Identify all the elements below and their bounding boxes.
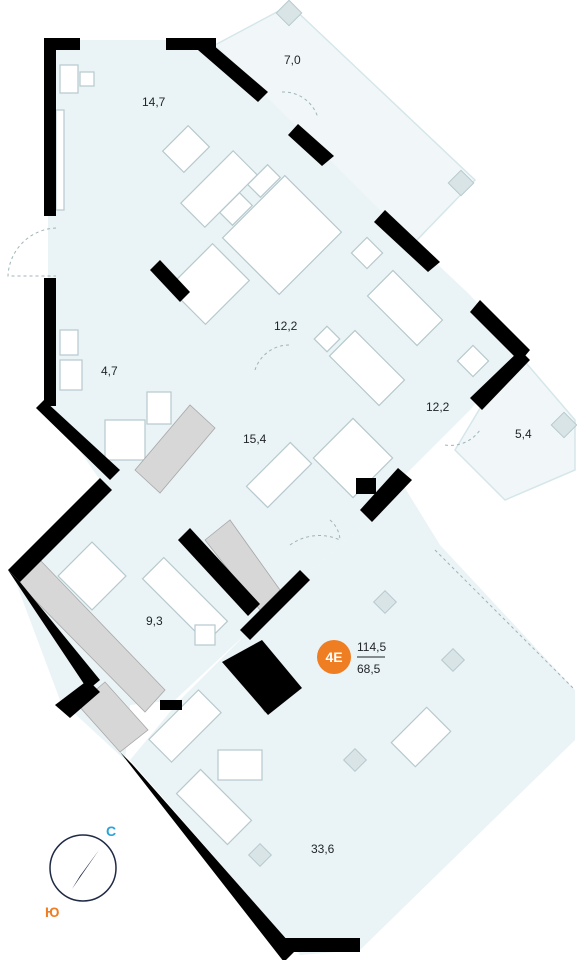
balcony-right-floor <box>454 348 576 501</box>
wall-kitchen-1 <box>8 478 112 582</box>
wall-diag-top <box>198 38 268 102</box>
wall-living-inner <box>240 570 310 640</box>
shaft-bath <box>134 404 216 494</box>
desk-12-2a <box>350 236 384 270</box>
unit-type-badge <box>317 640 351 674</box>
rug-14-7 <box>161 124 211 174</box>
room-labels: 14,7 7,0 12,2 12,2 4,7 15,4 5,4 9,3 33,6 <box>101 53 532 856</box>
living-room-floor <box>130 480 575 955</box>
living-glazing <box>434 549 576 691</box>
tv-unit-living <box>217 749 263 781</box>
door-terrace <box>281 91 319 119</box>
wall-right-2 <box>470 350 530 410</box>
door-living <box>289 535 341 546</box>
desk-12-2b <box>456 344 490 378</box>
compass-ring <box>49 834 117 902</box>
wall-kitchen-2 <box>8 570 100 690</box>
door-hall <box>329 519 341 541</box>
wall-bed3-top <box>374 210 440 272</box>
bed-12-2b-1 <box>366 269 444 347</box>
post-2 <box>447 169 475 197</box>
room-area-living-room: 33,6 <box>311 842 335 856</box>
wall-hall-1 <box>360 468 412 522</box>
wall-hall-3 <box>178 528 260 616</box>
compass: С Ю <box>45 823 117 920</box>
interior-floor <box>15 40 520 760</box>
room-area-bedroom-1: 14,7 <box>142 95 166 109</box>
desk-14-7 <box>59 64 79 94</box>
cabinet-bath <box>59 329 79 356</box>
pillow-12-2a-1 <box>218 191 254 227</box>
room-area-terrace-top: 7,0 <box>284 53 301 67</box>
furniture <box>55 64 490 846</box>
unit-badge: 4E 114,5 68,5 <box>317 640 386 676</box>
room-area-kitchen: 9,3 <box>146 614 163 628</box>
unit-type-label: 4E <box>325 649 342 665</box>
wall-living-left <box>120 752 296 960</box>
doors <box>7 91 481 546</box>
wardrobe-14-7 <box>55 109 65 211</box>
table-kitchen <box>57 541 127 611</box>
bed-12-2b-2 <box>328 329 406 407</box>
post-7 <box>247 842 273 868</box>
living-area: 68,5 <box>357 662 381 676</box>
sofa-living-1 <box>148 689 222 763</box>
walls <box>8 38 530 960</box>
shower-bath <box>104 419 146 461</box>
compass-south-label: Ю <box>45 904 59 920</box>
total-area: 114,5 <box>357 640 386 654</box>
wall-living-bottom <box>284 938 360 952</box>
nightstand-12-2b <box>313 325 341 353</box>
chair-14-7 <box>79 71 95 87</box>
bed-12-2a <box>221 174 343 296</box>
wall-living-entry <box>55 680 100 718</box>
room-area-bathroom: 4,7 <box>101 364 118 378</box>
wall-bed2-top <box>288 124 334 166</box>
wall-left-upper <box>44 38 56 216</box>
post-6 <box>342 747 368 773</box>
room-area-bedroom-3: 12,2 <box>426 400 450 414</box>
wall-diag-bath <box>36 400 120 480</box>
wall-hall-2 <box>356 478 376 494</box>
room-area-hall: 15,4 <box>243 432 267 446</box>
toilet-bath <box>146 391 172 425</box>
wall-right-1 <box>470 300 530 362</box>
post-5 <box>440 647 466 673</box>
door-bed3 <box>444 429 481 446</box>
pillow-12-2a-2 <box>246 163 282 199</box>
bench-hall <box>245 441 313 509</box>
wall-living-shaft <box>222 640 302 715</box>
room-area-balcony-right: 5,4 <box>515 427 532 441</box>
shafts <box>14 404 296 753</box>
stove-kitchen <box>194 624 216 646</box>
post-3 <box>550 411 577 439</box>
counter-kitchen <box>141 556 229 644</box>
post-1 <box>275 0 303 27</box>
dining-table-living <box>390 706 452 768</box>
wall-left-lower <box>44 278 56 406</box>
compass-needle-icon <box>72 850 99 889</box>
compass-north-label: С <box>106 823 116 839</box>
wall-top-left <box>44 38 80 50</box>
wall-kitchen-inner <box>160 700 182 710</box>
closet-hall <box>312 417 394 499</box>
sofa-living-2 <box>175 768 253 846</box>
room-area-bedroom-2: 12,2 <box>274 319 298 333</box>
wardrobe-12-2a <box>167 242 251 326</box>
post-4 <box>372 589 398 615</box>
sink-bath <box>59 359 83 391</box>
columns <box>247 0 577 868</box>
wall-bed2-mid <box>150 260 190 302</box>
